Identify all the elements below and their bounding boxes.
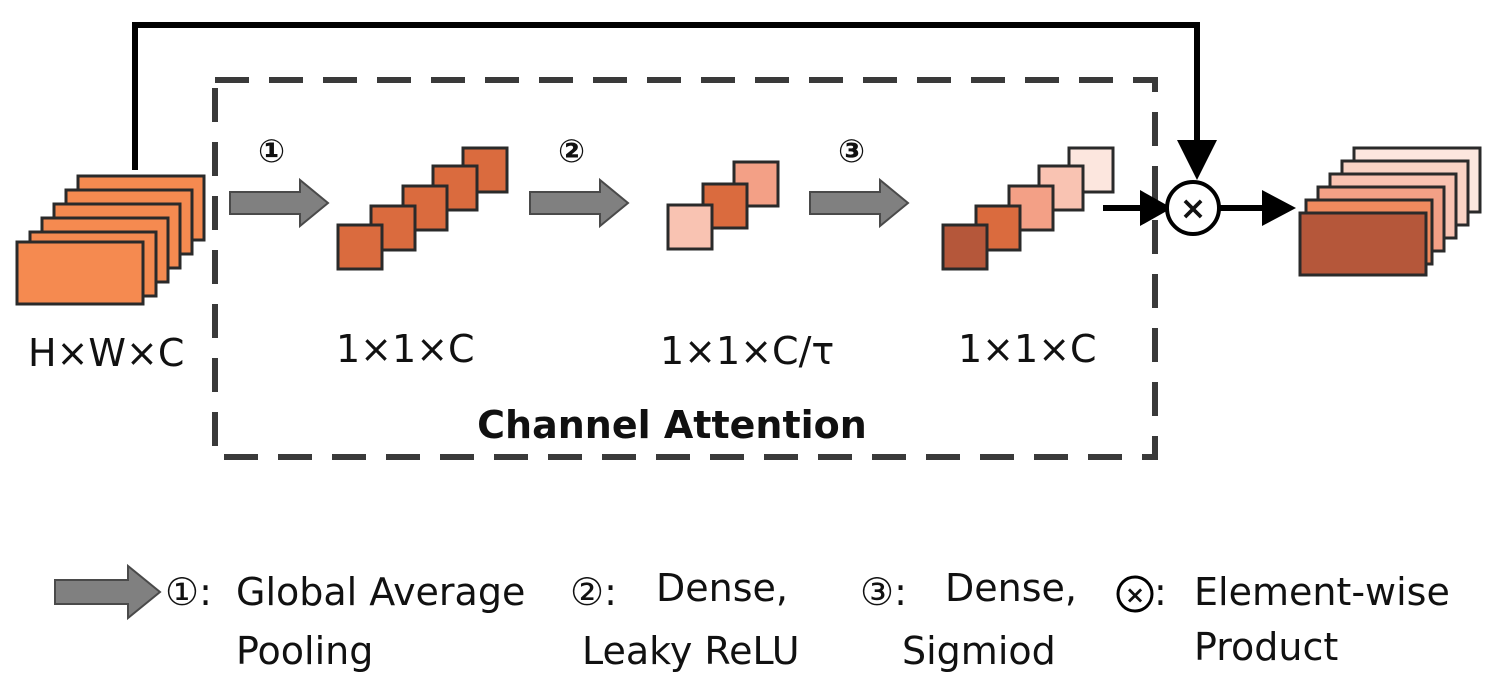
legend-product-line1: Element-wise (1194, 570, 1450, 614)
legend-step2-marker: ②: (570, 570, 617, 614)
legend-step3-line2: Sigmiod (902, 629, 1056, 673)
channel-attention-box (212, 77, 1158, 460)
step-3-marker: ③ (838, 132, 865, 170)
legend-product-marker: : (1154, 570, 1167, 614)
dense-leaky-arrow (529, 177, 630, 229)
attention-dim-label: 1×1×C (958, 327, 1097, 371)
output-feature-map (1298, 146, 1482, 277)
reduced-vector (666, 160, 780, 251)
channel-attention-title: Channel Attention (477, 403, 867, 447)
step-1-marker: ① (258, 132, 285, 170)
svg-text:×: × (1125, 581, 1145, 609)
legend-step1-line1: Global Average (236, 570, 525, 614)
dense-sigmoid-arrow (809, 177, 910, 229)
pooled-vector (336, 146, 509, 271)
legend-product-line2: Product (1194, 625, 1338, 669)
legend-step3-marker: ③: (860, 570, 907, 614)
step-2-marker: ② (558, 132, 585, 170)
legend: ①: Global Average Pooling ②: Dense, Leak… (54, 563, 1450, 673)
legend-step2-line1: Dense, (656, 566, 788, 610)
input-feature-map (15, 174, 206, 306)
legend-product-icon: × (1116, 575, 1154, 613)
input-dim-label: H×W×C (28, 331, 184, 375)
gap-arrow (229, 177, 330, 229)
svg-text:×: × (1180, 189, 1207, 227)
legend-step3-line1: Dense, (945, 566, 1077, 610)
reduced-dim-label: 1×1×C/τ (660, 329, 834, 373)
pooled-dim-label: 1×1×C (336, 327, 475, 371)
skip-connection (132, 22, 1217, 180)
legend-step1-line2: Pooling (236, 629, 373, 673)
legend-arrow-icon (54, 563, 162, 621)
attention-weights (941, 146, 1115, 271)
legend-step1-marker: ①: (165, 570, 212, 614)
element-wise-product-node: × (1165, 180, 1221, 236)
legend-step2-line2: Leaky ReLU (582, 629, 800, 673)
